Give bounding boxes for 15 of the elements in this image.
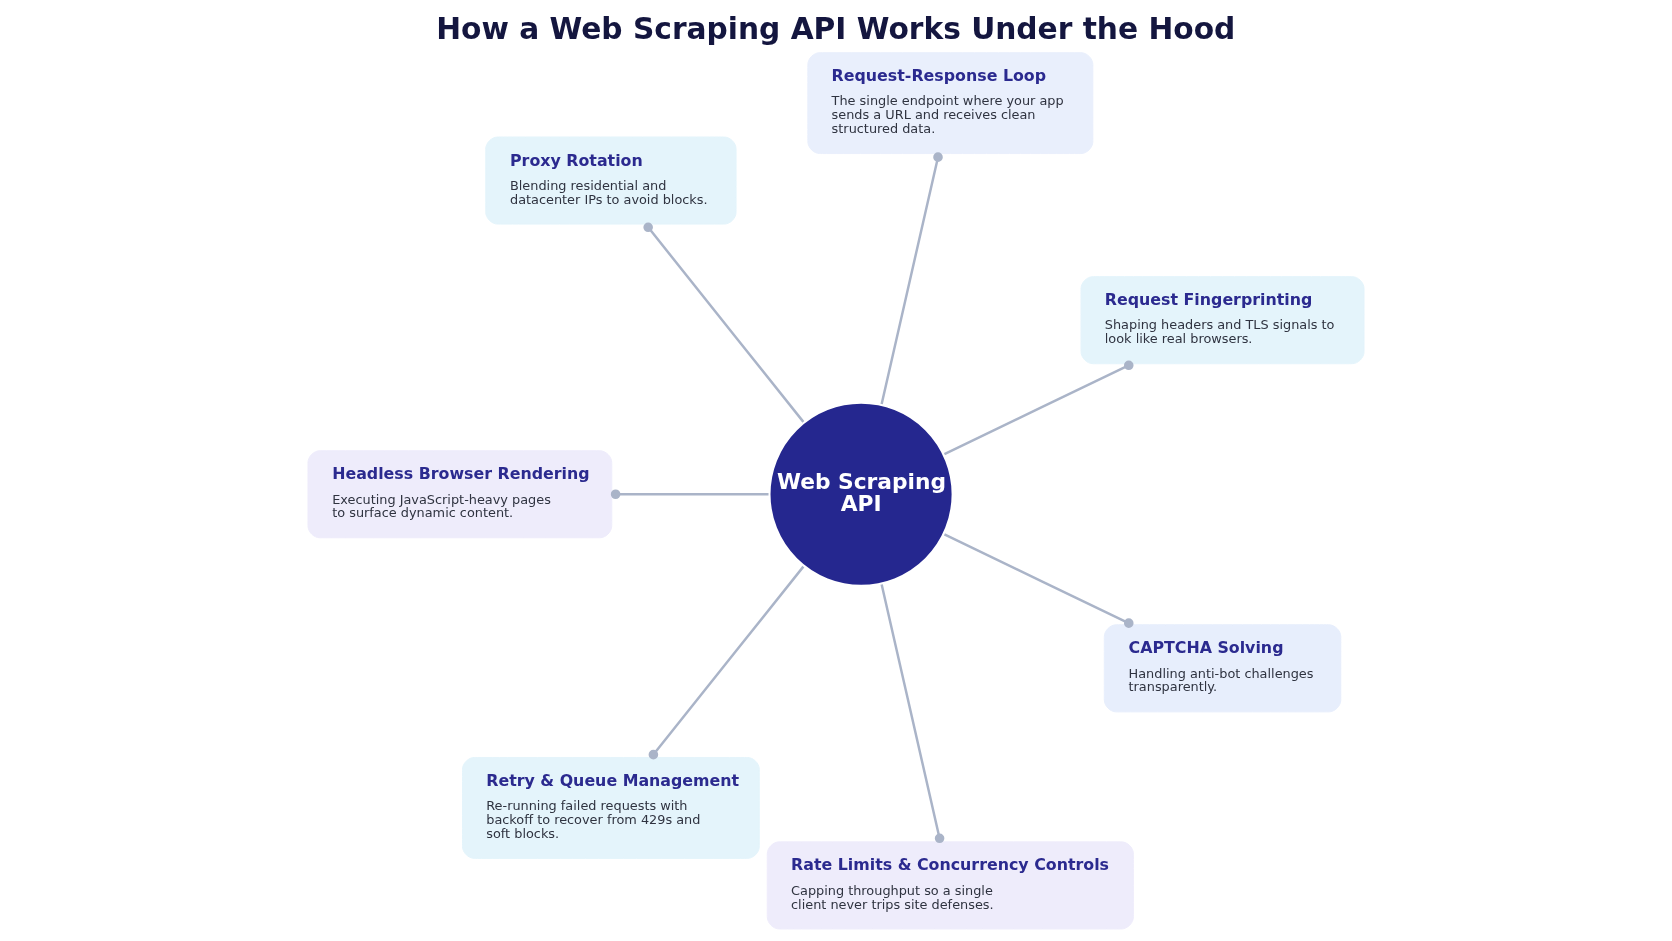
- diagram-title: How a Web Scraping API Works Under the Hood: [436, 10, 1236, 46]
- node-box: Proxy Rotation Blending residential and datacenter IPs to avoid blocks.: [485, 136, 737, 225]
- connector: [943, 360, 1134, 456]
- node-box: Request-Response Loop The single endpoint where your app sends a URL and receives clean structured data.: [807, 52, 1094, 155]
- connector: [880, 152, 943, 405]
- node-box: Rate Limits & Concurrency Controls Capping throughput so a single client never trips site defenses.: [766, 841, 1134, 930]
- node-box: CAPTCHA Solving Handling anti-bot challenges transparently.: [1103, 624, 1342, 713]
- connector: [648, 565, 805, 760]
- connector: [643, 222, 805, 423]
- connector: [880, 584, 945, 844]
- connector: [610, 489, 769, 500]
- node-box: Headless Browser Rendering Executing JavaScript-heavy pages to surface dynamic content.: [307, 450, 613, 539]
- node-box: Request Fingerprinting Shaping headers and TLS signals to look like real browsers.: [1080, 276, 1365, 365]
- node-box: Retry & Queue Management Re-running failed requests with backoff to recover from 429s and soft blocks.: [462, 756, 760, 859]
- connector: [943, 533, 1134, 628]
